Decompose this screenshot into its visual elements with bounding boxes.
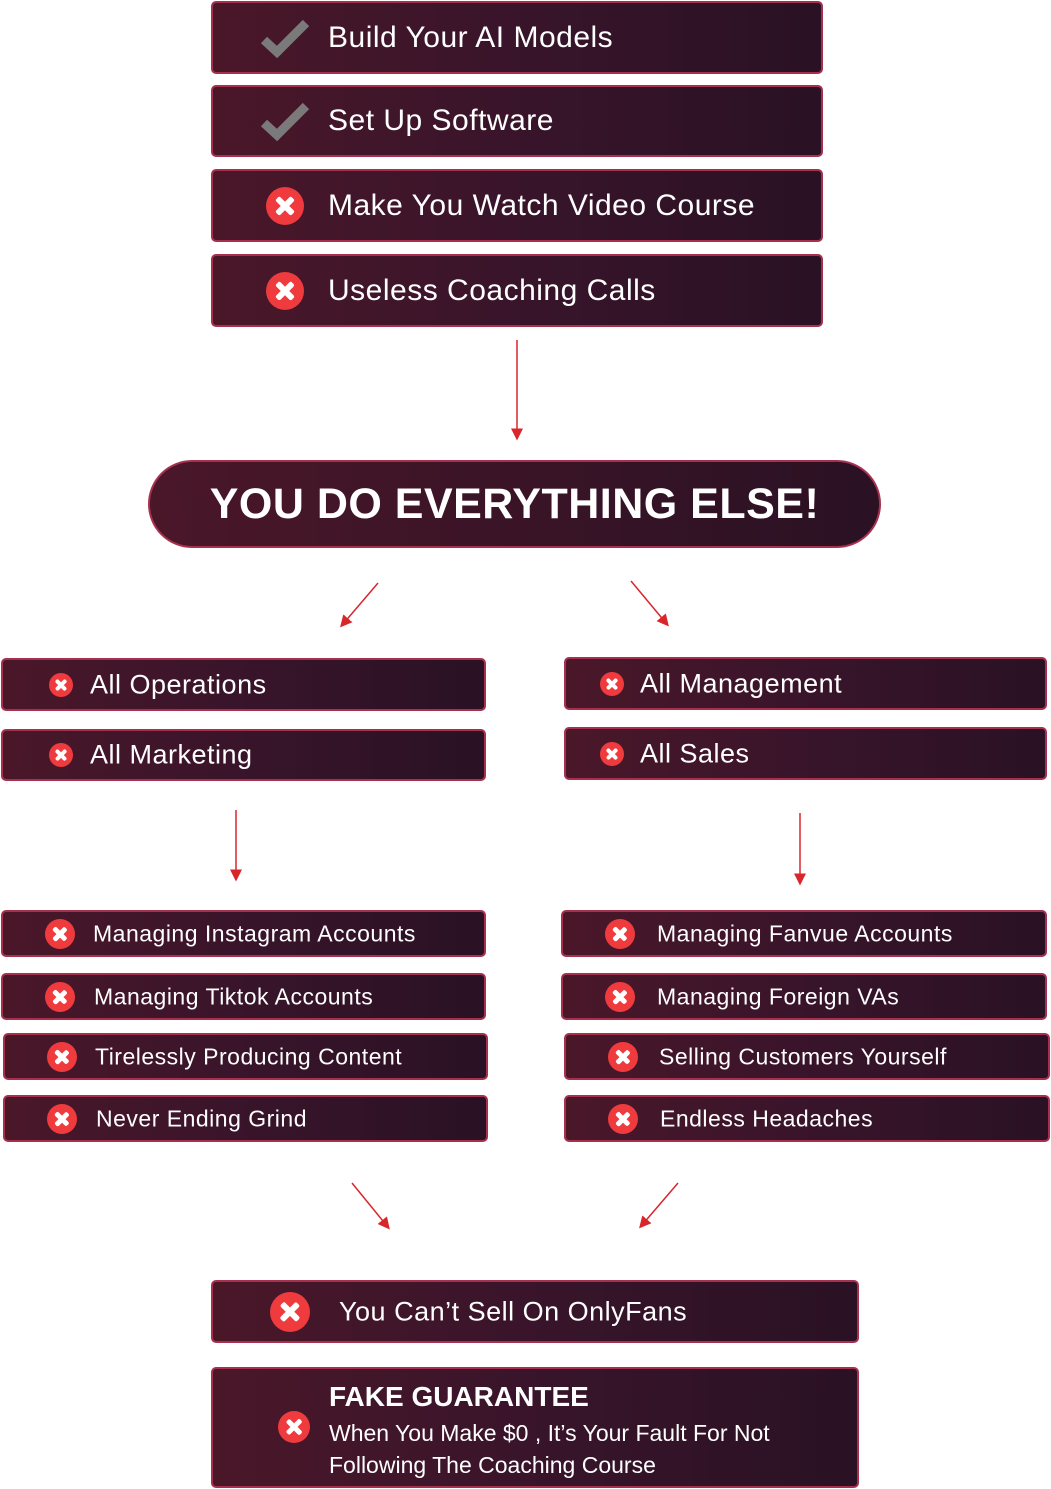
item-label: Managing Instagram Accounts bbox=[93, 920, 416, 946]
x-circle-icon bbox=[605, 981, 635, 1012]
x-circle-icon bbox=[266, 271, 304, 310]
headline: YOU DO EVERYTHING ELSE! bbox=[209, 479, 820, 528]
right-group-sales: All Sales bbox=[564, 727, 1047, 780]
item-label: Set Up Software bbox=[328, 104, 554, 137]
x-circle-icon bbox=[49, 743, 73, 767]
x-circle-icon bbox=[49, 672, 73, 697]
left-group-marketing: All Marketing bbox=[1, 729, 486, 781]
x-circle-icon bbox=[47, 1041, 77, 1072]
item-label: Managing Foreign VAs bbox=[657, 983, 900, 1009]
x-circle-icon bbox=[47, 1103, 77, 1134]
x-circle-icon bbox=[600, 741, 624, 766]
item-label: Managing Tiktok Accounts bbox=[94, 983, 374, 1009]
left-list-item: Managing Instagram Accounts bbox=[1, 910, 486, 957]
item-label: Build Your AI Models bbox=[328, 20, 614, 54]
headline-pill: YOU DO EVERYTHING ELSE! bbox=[148, 460, 881, 548]
x-circle-icon bbox=[266, 186, 304, 225]
guarantee-line2: Following The Coaching Course bbox=[329, 1452, 656, 1478]
x-circle-icon bbox=[608, 1041, 638, 1072]
x-circle-icon bbox=[270, 1291, 310, 1332]
item-label: You Can’t Sell On OnlyFans bbox=[339, 1296, 688, 1326]
item-label: Useless Coaching Calls bbox=[328, 273, 656, 307]
x-circle-icon bbox=[45, 981, 75, 1012]
right-list-item: Managing Foreign VAs bbox=[561, 973, 1047, 1020]
right-list-item: Selling Customers Yourself bbox=[564, 1033, 1050, 1080]
left-list-item: Managing Tiktok Accounts bbox=[1, 973, 486, 1020]
item-label: Never Ending Grind bbox=[96, 1105, 307, 1131]
check-icon bbox=[260, 102, 310, 141]
x-circle-icon bbox=[278, 1411, 310, 1443]
left-list-item: Never Ending Grind bbox=[3, 1095, 488, 1142]
item-label: Make You Watch Video Course bbox=[328, 188, 756, 222]
no-onlyfans-box: You Can’t Sell On OnlyFans bbox=[211, 1280, 859, 1343]
top-item-setup-software: Set Up Software bbox=[211, 85, 823, 157]
right-group-management: All Management bbox=[564, 657, 1047, 710]
check-icon bbox=[260, 19, 310, 58]
item-label: Selling Customers Yourself bbox=[659, 1043, 947, 1069]
guarantee-title: FAKE GUARANTEE bbox=[329, 1381, 589, 1412]
arrow-diag-left bbox=[340, 582, 379, 628]
top-item-coaching-calls: Useless Coaching Calls bbox=[211, 254, 823, 327]
item-label: All Sales bbox=[640, 738, 750, 768]
item-label: Endless Headaches bbox=[660, 1105, 874, 1131]
right-list-item: Endless Headaches bbox=[564, 1095, 1050, 1142]
right-list-item: Managing Fanvue Accounts bbox=[561, 910, 1047, 957]
item-label: All Operations bbox=[90, 669, 267, 699]
top-item-build-models: Build Your AI Models bbox=[211, 1, 823, 74]
x-circle-icon bbox=[608, 1103, 638, 1134]
left-group-operations: All Operations bbox=[1, 658, 486, 711]
item-label: Managing Fanvue Accounts bbox=[657, 920, 953, 946]
arrow-converge-left bbox=[351, 1182, 390, 1230]
x-circle-icon bbox=[45, 918, 75, 949]
fake-guarantee-box: FAKE GUARANTEE When You Make $0 , It’s Y… bbox=[211, 1367, 859, 1488]
arrow-converge-right bbox=[639, 1182, 679, 1229]
x-circle-icon bbox=[605, 918, 635, 949]
item-label: All Management bbox=[640, 668, 843, 698]
top-item-video-course: Make You Watch Video Course bbox=[211, 169, 823, 242]
x-circle-icon bbox=[600, 671, 624, 696]
guarantee-line1: When You Make $0 , It’s Your Fault For N… bbox=[329, 1420, 770, 1446]
item-label: Tirelessly Producing Content bbox=[95, 1043, 403, 1069]
item-label: All Marketing bbox=[90, 739, 253, 770]
arrow-diag-right bbox=[630, 580, 669, 627]
left-list-item: Tirelessly Producing Content bbox=[3, 1033, 488, 1080]
